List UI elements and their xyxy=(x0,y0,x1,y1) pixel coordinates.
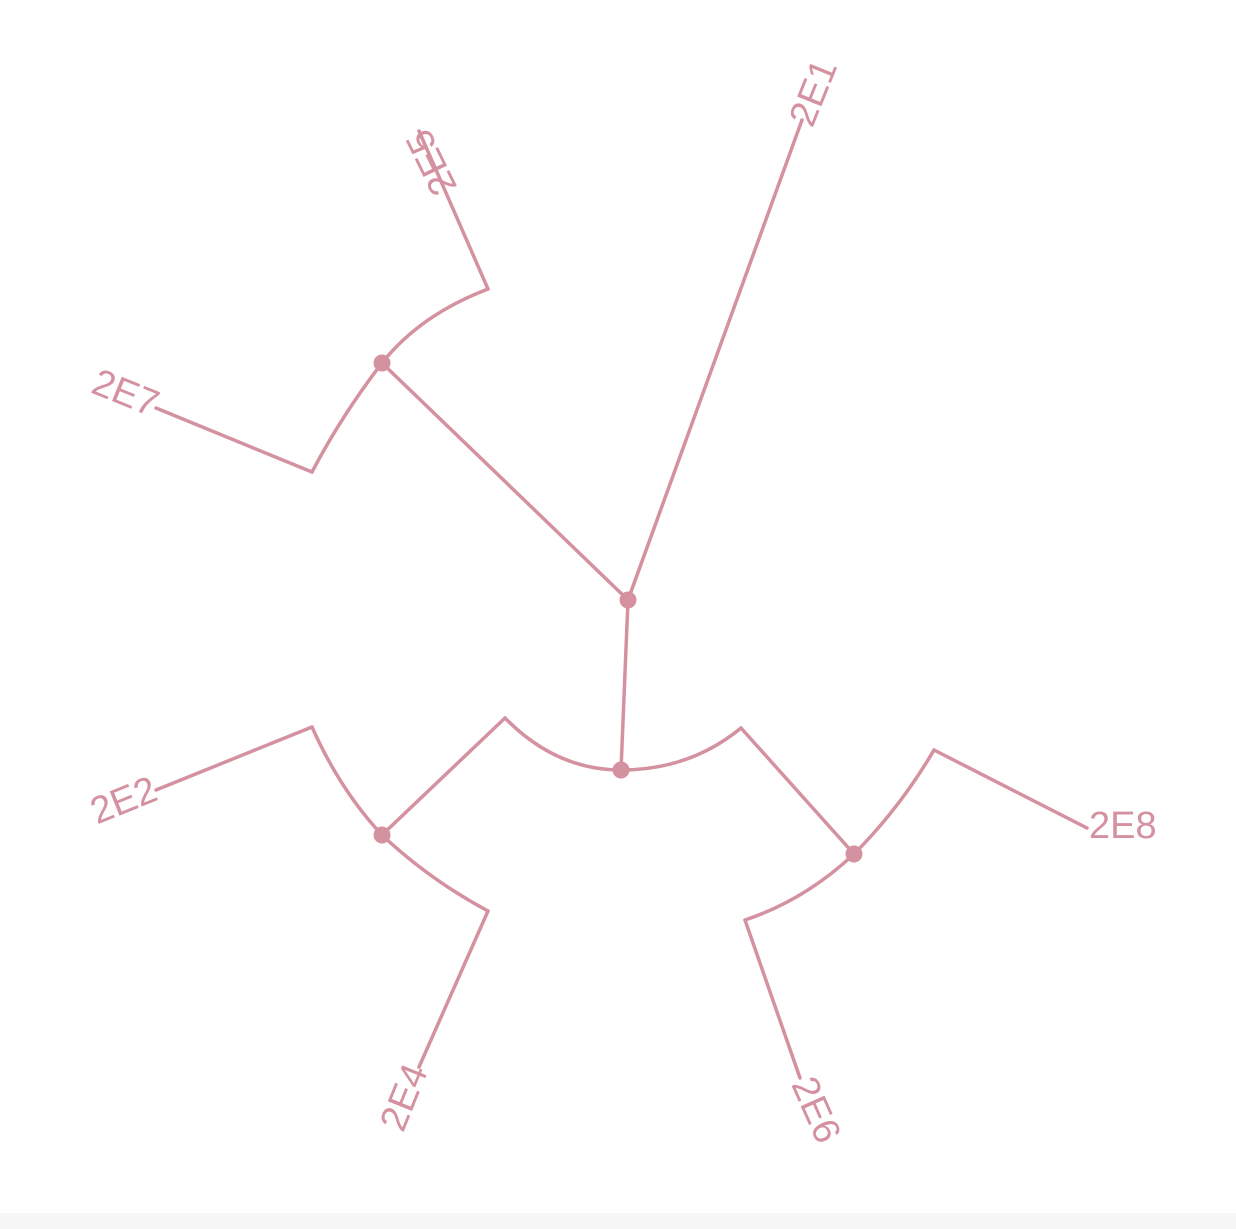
branch-to-2E5 xyxy=(417,129,490,291)
branch-to-2E8 xyxy=(932,748,1089,830)
node-bottom-junction xyxy=(612,761,630,779)
node-clade-2E5-2E7 xyxy=(373,354,391,372)
bottom-band xyxy=(0,1213,1236,1229)
leaf-label-2E1: 2E1 xyxy=(782,54,846,132)
branch-root-to-clade-2E5-2E7 xyxy=(380,361,630,602)
branch-to-2E2 xyxy=(154,725,314,792)
branch-junction-to-clade-2E2-2E4 xyxy=(380,716,507,837)
leaf-label-2E2: 2E2 xyxy=(85,769,163,833)
arc-clade-2E6-2E8 xyxy=(743,748,936,922)
leaf-label-2E5: 2E5 xyxy=(398,123,465,202)
node-clade-2E6-2E8 xyxy=(845,845,863,863)
branch-to-2E6 xyxy=(743,918,802,1080)
leaf-label-2E8: 2E8 xyxy=(1089,805,1157,847)
leaf-label-2E7: 2E7 xyxy=(86,361,164,425)
node-root xyxy=(619,591,637,609)
branch-root-to-2E1 xyxy=(626,118,804,602)
branch-junction-to-clade-2E6-2E8 xyxy=(739,726,856,856)
branch-to-2E7 xyxy=(154,406,314,474)
leaf-label-2E4: 2E4 xyxy=(372,1058,436,1136)
branch-root-to-bottom-junction xyxy=(619,598,630,772)
branch-to-2E4 xyxy=(417,909,490,1069)
node-clade-2E2-2E4 xyxy=(373,826,391,844)
leaf-label-2E6: 2E6 xyxy=(783,1071,849,1150)
tree-nodes xyxy=(373,354,863,863)
